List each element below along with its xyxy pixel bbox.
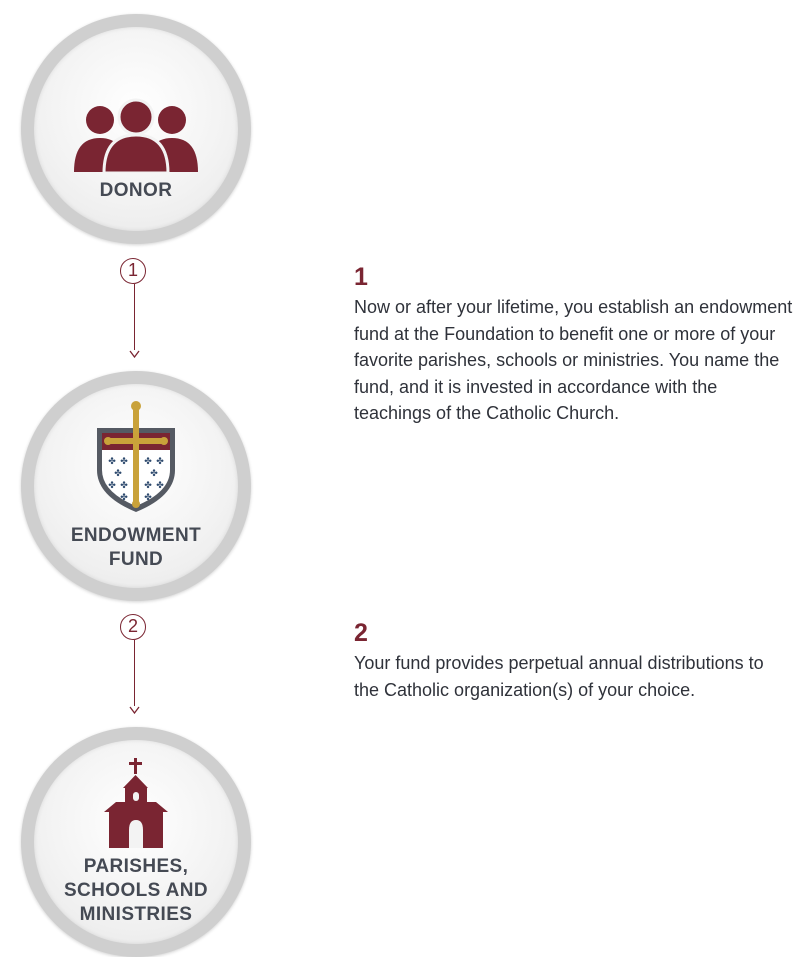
svg-text:✤: ✤ bbox=[144, 457, 152, 467]
step-1-number: 1 bbox=[354, 263, 368, 291]
arrow-down-icon bbox=[129, 350, 140, 358]
svg-text:✤: ✤ bbox=[114, 469, 122, 479]
svg-text:✤: ✤ bbox=[150, 469, 158, 479]
svg-text:✤: ✤ bbox=[156, 481, 164, 491]
svg-text:✤: ✤ bbox=[144, 493, 152, 503]
svg-text:✤: ✤ bbox=[156, 457, 164, 467]
step-1-description: 1 Now or after your lifetime, you establ… bbox=[354, 262, 794, 427]
donor-node-face: DONOR bbox=[34, 27, 238, 231]
step-1-connector: 1 bbox=[120, 258, 150, 358]
svg-text:✤: ✤ bbox=[120, 457, 128, 467]
svg-text:✤: ✤ bbox=[120, 493, 128, 503]
step-1-marker: 1 bbox=[120, 258, 146, 284]
parishes-node: PARISHES, SCHOOLS AND MINISTRIES bbox=[21, 727, 251, 957]
svg-text:✤: ✤ bbox=[144, 481, 152, 491]
endowment-fund-node: ✤ ✤ ✤ ✤ ✤ ✤ ✤ ✤ ✤ ✤ ✤ ✤ ENDOWMENT FUND bbox=[21, 371, 251, 601]
parishes-label: PARISHES, SCHOOLS AND MINISTRIES bbox=[63, 856, 209, 925]
donor-node: DONOR bbox=[21, 14, 251, 244]
shield-cross-icon: ✤ ✤ ✤ ✤ ✤ ✤ ✤ ✤ ✤ ✤ ✤ ✤ bbox=[97, 401, 175, 512]
step-2-line bbox=[134, 640, 136, 706]
church-icon bbox=[104, 758, 168, 848]
step-2-marker: 2 bbox=[120, 614, 146, 640]
step-2-description: 2 Your fund provides perpetual annual di… bbox=[354, 618, 774, 703]
parishes-node-face: PARISHES, SCHOOLS AND MINISTRIES bbox=[34, 740, 238, 944]
step-2-text: Your fund provides perpetual annual dist… bbox=[354, 653, 764, 700]
svg-text:✤: ✤ bbox=[108, 481, 116, 491]
endowment-fund-label: ENDOWMENT FUND bbox=[70, 525, 202, 570]
svg-text:✤: ✤ bbox=[108, 457, 116, 467]
step-1-text: Now or after your lifetime, you establis… bbox=[354, 297, 793, 424]
people-group-icon bbox=[74, 98, 198, 173]
arrow-down-icon bbox=[129, 706, 140, 714]
step-1-line bbox=[134, 284, 136, 350]
step-2-connector: 2 bbox=[120, 614, 150, 714]
step-2-number: 2 bbox=[354, 619, 368, 647]
endowment-fund-node-face: ✤ ✤ ✤ ✤ ✤ ✤ ✤ ✤ ✤ ✤ ✤ ✤ ENDOWMENT FUND bbox=[34, 384, 238, 588]
svg-text:✤: ✤ bbox=[120, 481, 128, 491]
donor-label: DONOR bbox=[99, 180, 173, 201]
